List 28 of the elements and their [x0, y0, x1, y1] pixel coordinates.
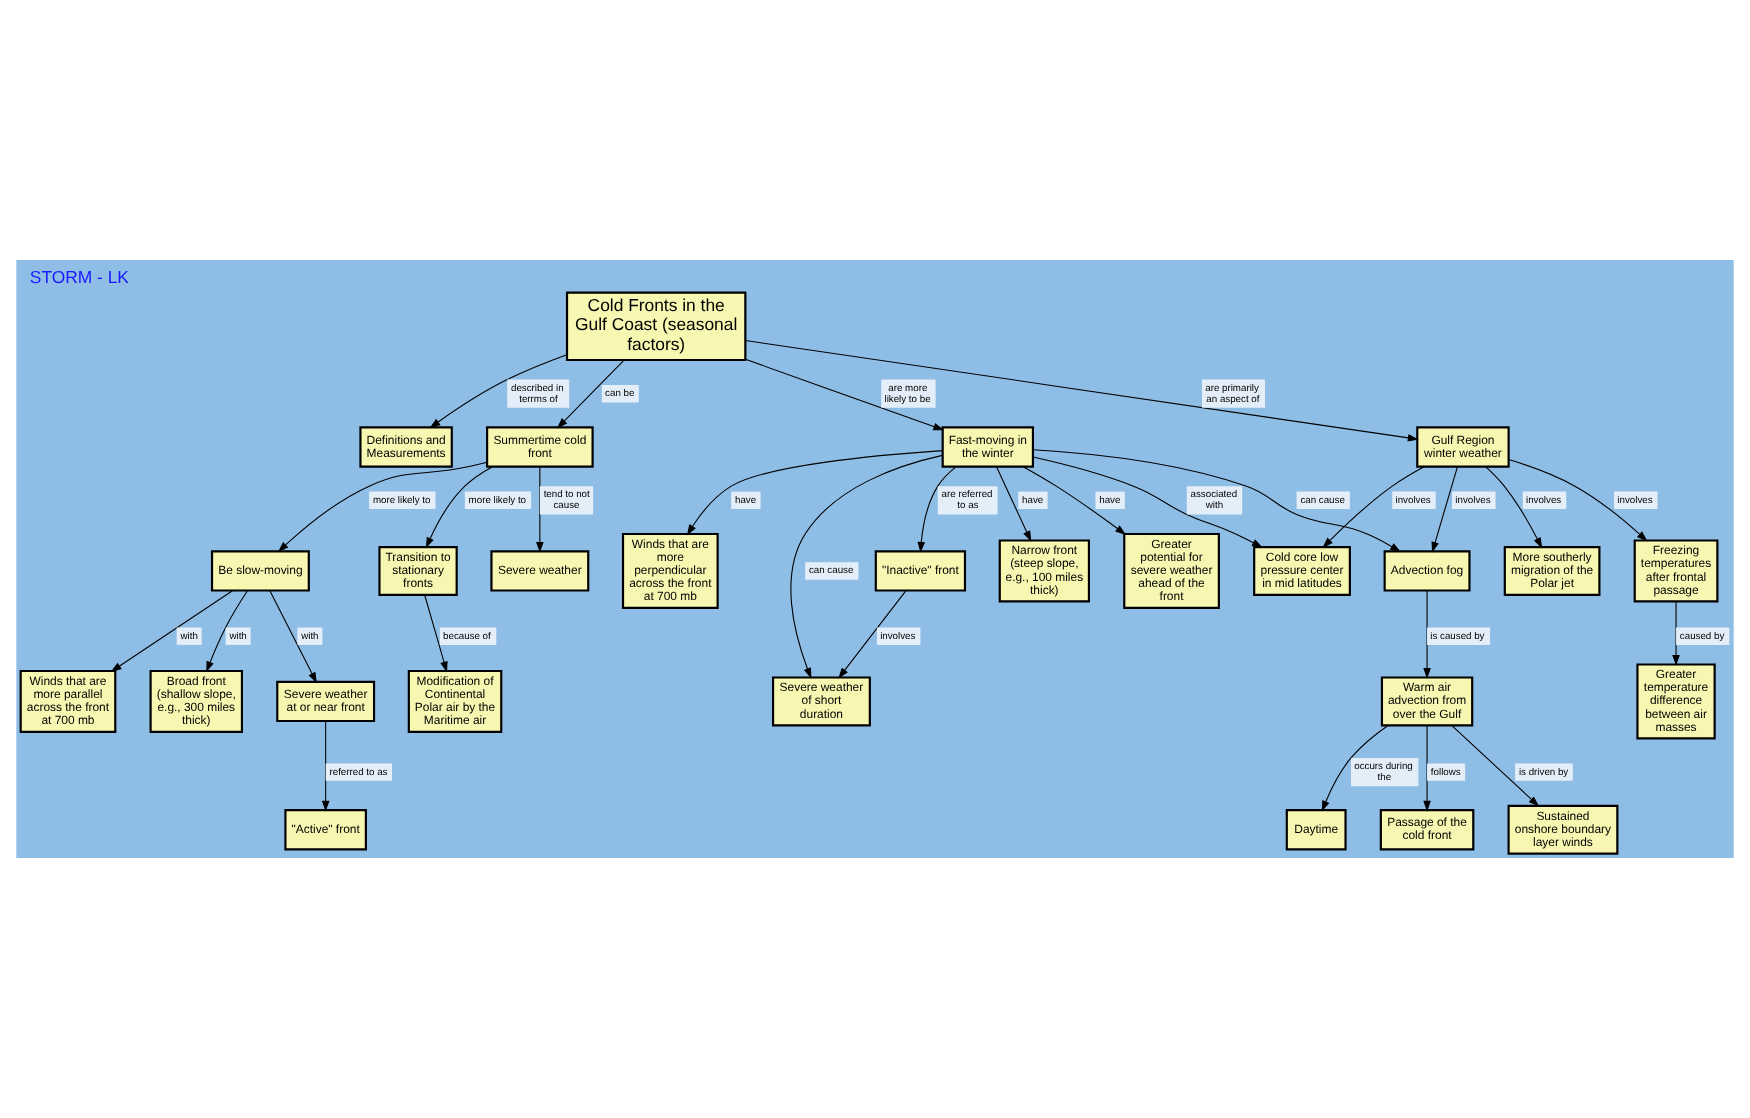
- arrow: [269, 590, 317, 684]
- arrow: [744, 358, 945, 431]
- arrow: [995, 466, 1032, 542]
- arrow: [838, 590, 907, 679]
- arrow: [321, 720, 330, 812]
- arrow: [1508, 459, 1648, 542]
- arrow: [425, 466, 494, 549]
- arrow: [110, 590, 233, 672]
- arrow: [1423, 590, 1431, 679]
- arrow: [1485, 466, 1543, 549]
- arrow: [1032, 456, 1263, 548]
- arrow: [745, 340, 1419, 442]
- arrow: [536, 466, 544, 553]
- arrow: [1032, 449, 1402, 553]
- arrow: [1431, 466, 1459, 553]
- arrow: [1322, 466, 1425, 548]
- arrow: [686, 450, 944, 536]
- node-box: Cold Fronts in the Gulf Coast (seasonal factors): [565, 291, 747, 362]
- arrow: [277, 461, 488, 553]
- arrow: [424, 594, 448, 673]
- diagram-title: STORM - LK: [29, 266, 129, 287]
- arrow: [790, 454, 943, 679]
- arrow: [1321, 725, 1389, 812]
- arrow: [1423, 724, 1431, 812]
- arrow: [917, 466, 957, 553]
- arrow: [1672, 600, 1680, 666]
- arrow: [556, 359, 625, 429]
- arrow: [1451, 724, 1540, 807]
